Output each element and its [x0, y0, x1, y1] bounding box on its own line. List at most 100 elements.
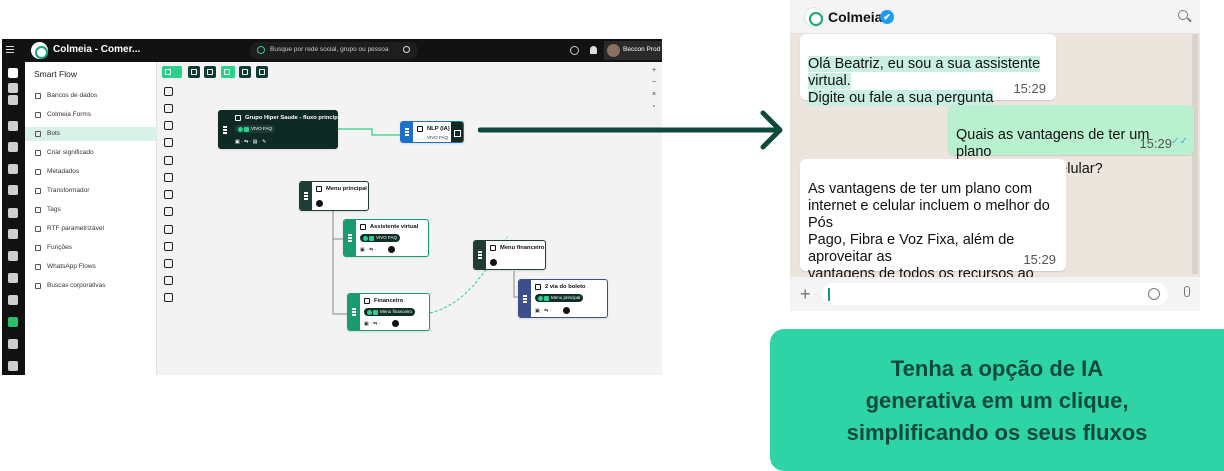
read-receipt-icon: ✓✓	[1171, 136, 1188, 147]
sidebar-item-funcoes[interactable]: Funções	[25, 241, 157, 255]
ai-button[interactable]	[221, 66, 235, 78]
drag-handle[interactable]	[344, 220, 356, 256]
drag-handle[interactable]	[300, 182, 312, 210]
node-financeiro[interactable]: Financeiro Menu financeiro ▣ · ⇆ ·	[347, 293, 430, 331]
sidebar-item-label: Tags	[47, 206, 61, 213]
ai-icon[interactable]	[8, 273, 18, 283]
skip-icon[interactable]	[164, 259, 173, 268]
refresh-button[interactable]	[204, 66, 216, 78]
contacts-icon[interactable]	[8, 164, 18, 174]
sidebar-item-bots[interactable]: Bots	[25, 127, 157, 141]
sidebar-title: Smart Flow	[34, 69, 77, 79]
chat-icon[interactable]	[8, 121, 18, 131]
megaphone-icon[interactable]	[8, 185, 18, 195]
message-input[interactable]	[822, 283, 1168, 305]
sidebar-item-rtf[interactable]: RTF parametrizável	[25, 222, 157, 236]
form-icon[interactable]	[164, 121, 173, 130]
zoom-out-icon[interactable]: −	[651, 79, 657, 86]
verified-icon: ✔	[880, 10, 894, 24]
node-root[interactable]: Grupo Hiper Saude - fluxo principal VIVO…	[218, 110, 343, 149]
analytics-icon[interactable]	[8, 251, 18, 261]
table-icon[interactable]	[164, 104, 173, 113]
bell-icon[interactable]	[590, 46, 597, 54]
node-menu-financeiro[interactable]: Menu financeiro	[473, 240, 546, 270]
drag-handle[interactable]	[219, 111, 231, 148]
node-pill: Menu financeiro	[364, 308, 416, 316]
chat-icon	[535, 284, 541, 290]
search-icon[interactable]	[403, 46, 410, 53]
reply-icon[interactable]	[164, 293, 173, 302]
sidebar-item-significado[interactable]: Criar significado	[25, 146, 157, 160]
search-input[interactable]: Busque por rede social, grupo ou pessoa	[250, 42, 418, 59]
network-icon[interactable]	[8, 295, 18, 305]
edit-icon[interactable]	[563, 307, 570, 314]
contact-avatar[interactable]	[804, 7, 824, 27]
drag-handle[interactable]	[348, 294, 360, 330]
top-bar: Colmeia - Comer... Busque por rede socia…	[2, 39, 662, 62]
node-title: Assistente virtual	[370, 224, 419, 230]
comment-icon[interactable]	[164, 190, 173, 199]
layers-icon[interactable]	[8, 208, 18, 218]
grid-icon[interactable]	[8, 95, 18, 105]
sidebar-item-tags[interactable]: Tags	[25, 203, 157, 217]
back-button[interactable]	[162, 66, 182, 78]
history-icon[interactable]	[570, 46, 579, 55]
edit-icon[interactable]	[316, 200, 323, 207]
list-icon[interactable]	[164, 138, 173, 147]
smart-flow-icon[interactable]	[8, 317, 18, 327]
transform-icon	[35, 188, 41, 194]
drag-handle[interactable]	[519, 280, 531, 317]
arrow-right-icon	[478, 110, 783, 150]
sidebar-item-buscas[interactable]: Buscas corporativas	[25, 279, 157, 293]
refresh-icon	[207, 69, 213, 75]
home-icon[interactable]	[8, 68, 18, 78]
headset-icon[interactable]	[8, 142, 18, 152]
drag-handle[interactable]	[401, 122, 413, 142]
edit-icon[interactable]	[388, 246, 395, 253]
settings-icon[interactable]	[8, 339, 18, 349]
search-icon[interactable]	[1178, 10, 1188, 20]
save-button[interactable]	[188, 66, 200, 78]
arrow-back-icon[interactable]	[164, 242, 173, 251]
drag-handle[interactable]	[474, 241, 486, 269]
edit-icon[interactable]	[392, 320, 399, 327]
hand-icon[interactable]	[164, 156, 173, 165]
user-menu[interactable]: Beccon Prod	[604, 41, 662, 60]
menu-icon	[316, 186, 322, 192]
android-icon[interactable]	[164, 87, 173, 96]
edit-icon[interactable]	[490, 259, 497, 266]
sidebar-item-forms[interactable]: Colmeia Forms	[25, 108, 157, 122]
comment-alt-icon[interactable]	[164, 207, 173, 216]
plus-icon[interactable]: +	[800, 284, 811, 304]
node-assistente[interactable]: Assistente virtual VIVO FAQ ▣ · ⇆ ·	[343, 219, 429, 257]
menu-icon	[490, 245, 496, 251]
node-boleto[interactable]: 2 via do boleto Menu principal ▣ · ⇆ ·	[518, 279, 608, 318]
lock-icon[interactable]: ▫	[652, 103, 656, 110]
menu-icon[interactable]	[6, 46, 14, 54]
node-nlp[interactable]: NLP (IA) VIVO FAQ	[400, 121, 464, 143]
sidebar-item-bancos[interactable]: Bancos de dados	[25, 89, 157, 103]
sidebar-item-label: RTF parametrizável	[47, 225, 104, 232]
sidebar-item-metadados[interactable]: Metadados	[25, 165, 157, 179]
scrollbar[interactable]	[1192, 34, 1198, 274]
zoom-in-icon[interactable]: +	[651, 67, 657, 74]
open-icon[interactable]	[451, 122, 463, 142]
search-icon	[35, 283, 41, 289]
sidebar-item-transformador[interactable]: Transformador	[25, 184, 157, 198]
mic-icon[interactable]	[1184, 286, 1190, 297]
arrow-up-icon[interactable]	[164, 225, 173, 234]
node-menu-principal[interactable]: Menu principal	[299, 181, 369, 211]
sidebar-item-label: Funções	[47, 244, 72, 251]
profile-icon[interactable]	[8, 361, 18, 371]
message-icon[interactable]	[164, 173, 173, 182]
sidebar-item-label: Bots	[47, 130, 61, 137]
more-button[interactable]	[256, 66, 268, 78]
chat-preview-button[interactable]	[239, 66, 251, 78]
fit-icon[interactable]: ×	[651, 91, 657, 98]
emoji-icon[interactable]	[1148, 288, 1160, 300]
search-placeholder: Busque por rede social, grupo ou pessoa	[270, 46, 389, 53]
people-icon[interactable]	[8, 83, 18, 93]
tools-icon[interactable]	[8, 229, 18, 239]
sidebar-item-whatsapp-flows[interactable]: WhatsApp Flows	[25, 260, 157, 274]
palette-icon[interactable]	[164, 276, 173, 285]
